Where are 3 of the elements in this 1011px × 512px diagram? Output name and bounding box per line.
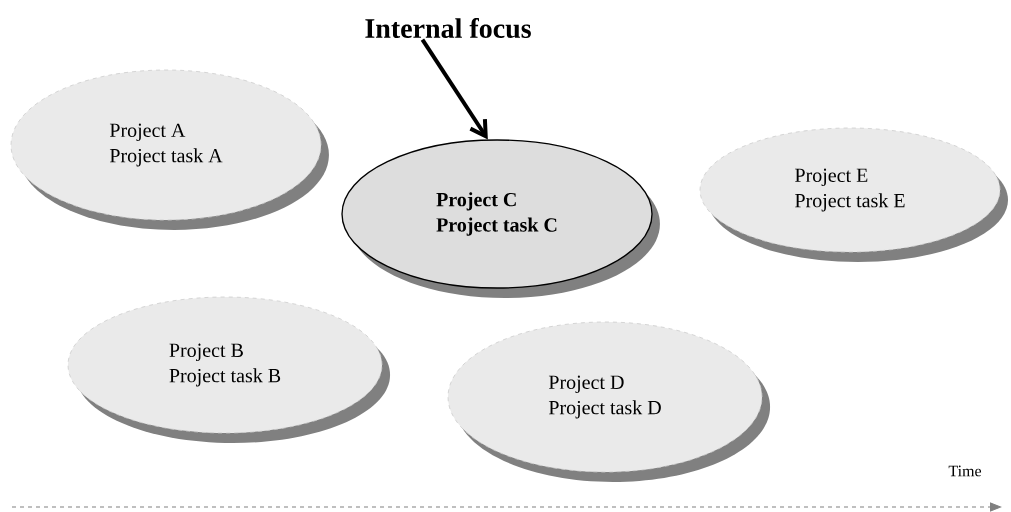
heading: Internal focus [365,17,531,39]
axis-label: Time [948,465,982,477]
arrow [420,38,488,140]
